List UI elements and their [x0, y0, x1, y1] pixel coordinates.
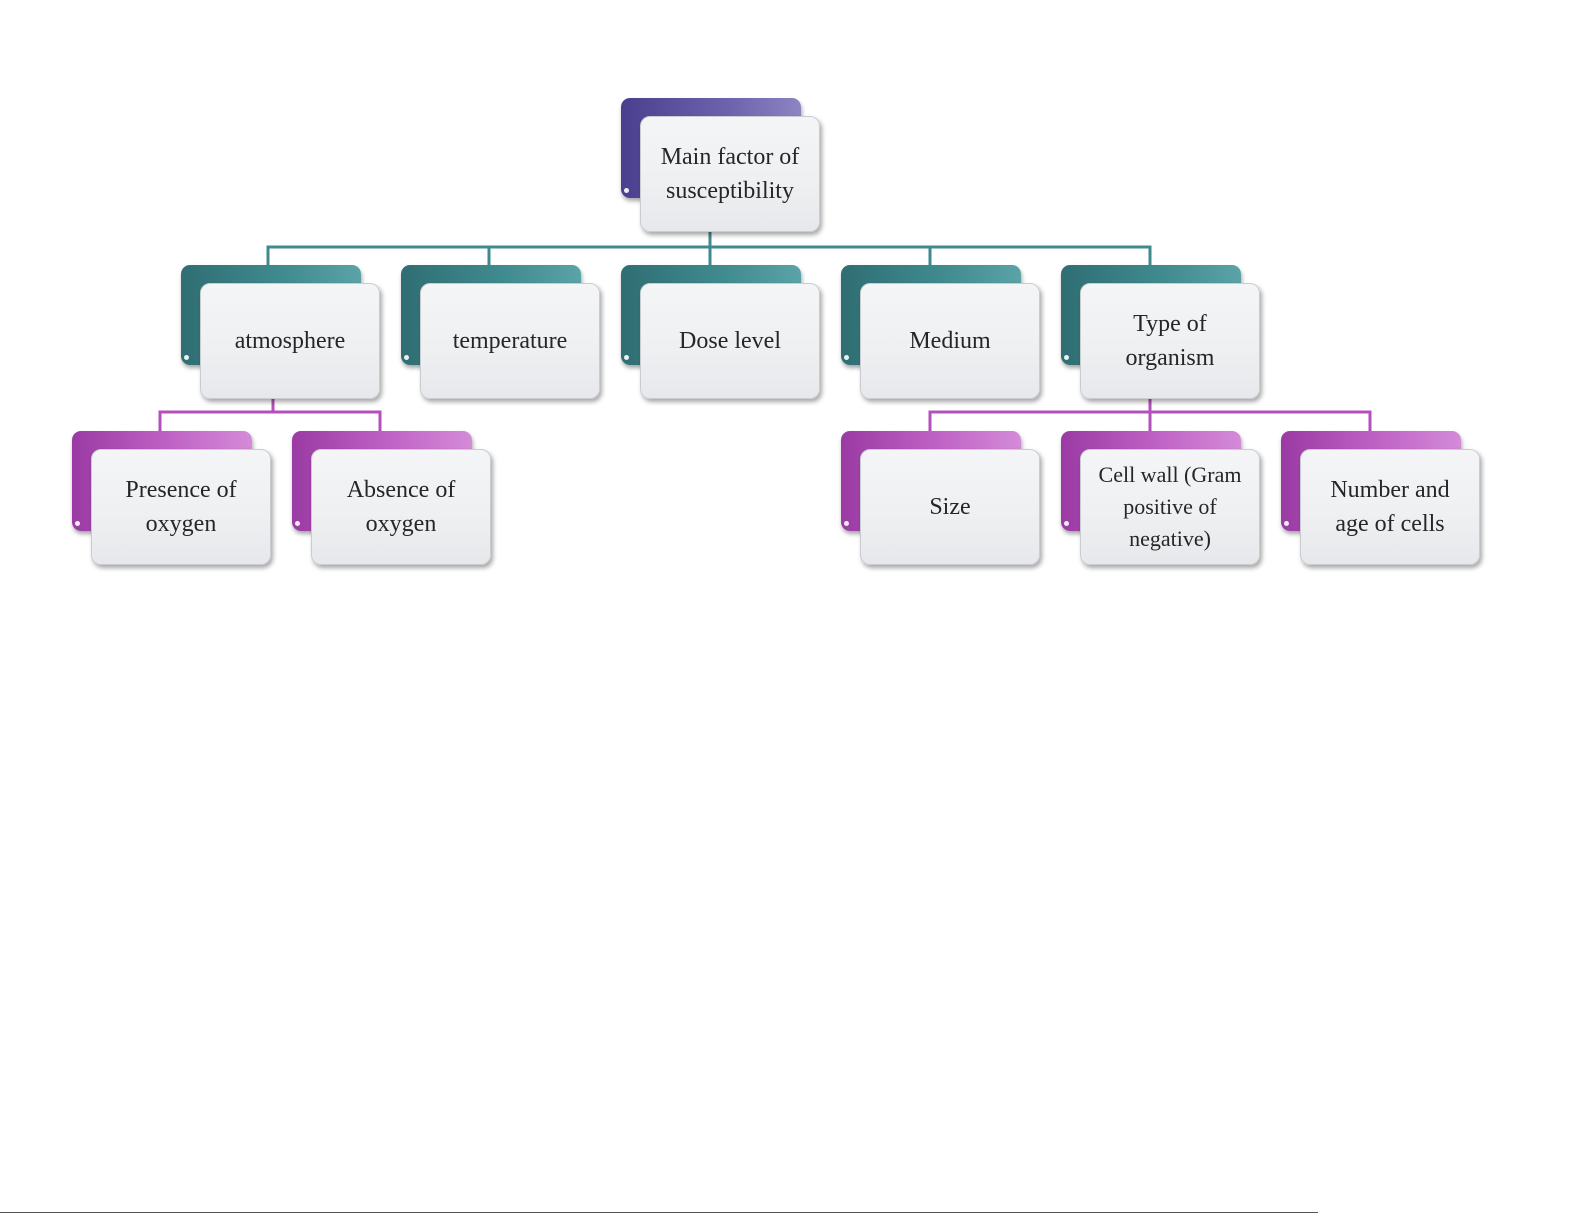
node-root: Main factor of susceptibility — [621, 98, 801, 216]
node-temperature-card: temperature — [420, 283, 600, 399]
node-size: Size — [841, 431, 1021, 549]
node-absence-of-oxygen-card: Absence of oxygen — [311, 449, 491, 565]
node-dose-level-card: Dose level — [640, 283, 820, 399]
node-temperature: temperature — [401, 265, 581, 383]
node-type-of-organism-card: Type of organism — [1080, 283, 1260, 399]
node-medium: Medium — [841, 265, 1021, 383]
node-atmosphere-card: atmosphere — [200, 283, 380, 399]
node-root-card: Main factor of susceptibility — [640, 116, 820, 232]
node-type-of-organism: Type of organism — [1061, 265, 1241, 383]
node-atmosphere-label: atmosphere — [235, 324, 346, 358]
node-dose-level-label: Dose level — [679, 324, 781, 358]
footer-rule — [0, 1212, 1318, 1213]
node-absence-of-oxygen: Absence of oxygen — [292, 431, 472, 549]
node-presence-of-oxygen-card: Presence of oxygen — [91, 449, 271, 565]
node-temperature-label: temperature — [453, 324, 568, 358]
node-presence-of-oxygen-label: Presence of oxygen — [125, 473, 236, 541]
node-absence-of-oxygen-label: Absence of oxygen — [347, 473, 456, 541]
node-type-of-organism-label: Type of organism — [1126, 307, 1215, 375]
node-atmosphere: atmosphere — [181, 265, 361, 383]
node-size-card: Size — [860, 449, 1040, 565]
node-root-label: Main factor of susceptibility — [661, 140, 800, 208]
node-medium-label: Medium — [909, 324, 990, 358]
node-dose-level: Dose level — [621, 265, 801, 383]
node-number-and-age-label: Number and age of cells — [1330, 473, 1449, 541]
node-cell-wall-card: Cell wall (Gram positive of negative) — [1080, 449, 1260, 565]
node-number-and-age: Number and age of cells — [1281, 431, 1461, 549]
node-presence-of-oxygen: Presence of oxygen — [72, 431, 252, 549]
node-size-label: Size — [929, 490, 970, 524]
node-number-and-age-card: Number and age of cells — [1300, 449, 1480, 565]
node-medium-card: Medium — [860, 283, 1040, 399]
node-cell-wall: Cell wall (Gram positive of negative) — [1061, 431, 1241, 549]
node-cell-wall-label: Cell wall (Gram positive of negative) — [1099, 459, 1242, 555]
